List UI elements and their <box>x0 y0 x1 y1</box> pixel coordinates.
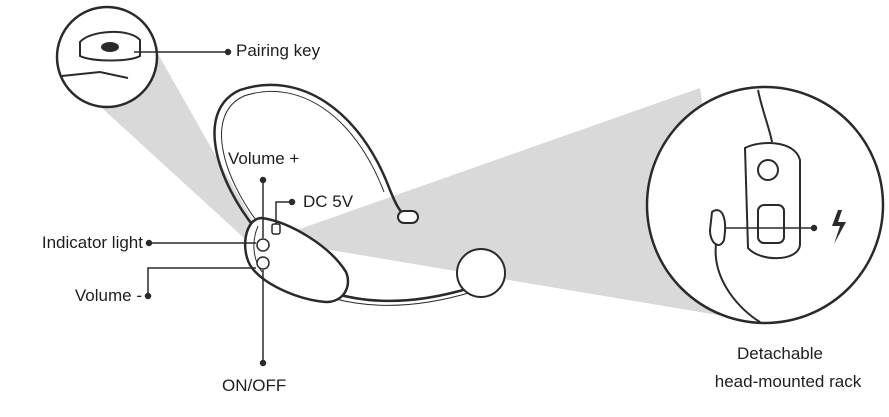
rack-callout-shade <box>280 88 735 318</box>
transmitter-body <box>244 216 350 304</box>
volume-minus-leader-dot <box>144 292 152 300</box>
dc-5v-leader-dot <box>288 198 296 206</box>
rack-clip <box>708 209 726 246</box>
rack-indicator-circle <box>757 159 779 181</box>
detachable-label-line1: Detachable <box>736 344 823 363</box>
leader-lines <box>134 48 818 367</box>
pairing-key-button[interactable] <box>101 42 119 52</box>
pairing-key-label: Pairing key <box>236 41 321 60</box>
on-off-label: ON/OFF <box>222 376 287 395</box>
indicator-light-leader-dot <box>145 239 153 247</box>
rack-top-wire <box>757 89 773 143</box>
dc-5v-port <box>271 223 281 235</box>
lightning-arrow-icon <box>832 210 846 244</box>
rack-leader-dot <box>810 224 818 232</box>
headband-inner <box>221 91 385 229</box>
detachable-label-line2: head-mounted rack <box>714 372 862 391</box>
headband <box>213 83 406 233</box>
volume-plus-label: Volume + <box>228 149 300 168</box>
volume-minus-button[interactable] <box>256 256 270 270</box>
pairing-key-cable <box>61 70 129 79</box>
rack-slot <box>757 204 785 244</box>
headband-tip <box>397 210 419 224</box>
indicator-light-label: Indicator light <box>41 233 143 252</box>
dc-5v-leader <box>275 201 292 224</box>
volume-plus-button[interactable] <box>256 238 270 252</box>
pairing-key-leader-dot <box>224 48 232 56</box>
on-off-leader-dot <box>259 359 267 367</box>
dc-5v-label: DC 5V <box>303 192 354 211</box>
mic-boom <box>329 286 471 303</box>
volume-minus-label: Volume - <box>74 286 142 305</box>
microphone-ball <box>456 248 506 298</box>
volume-plus-leader-dot <box>259 176 267 184</box>
rack-wire <box>714 243 761 323</box>
volume-minus-leader <box>147 267 256 296</box>
mic-boom-inner <box>331 291 473 306</box>
